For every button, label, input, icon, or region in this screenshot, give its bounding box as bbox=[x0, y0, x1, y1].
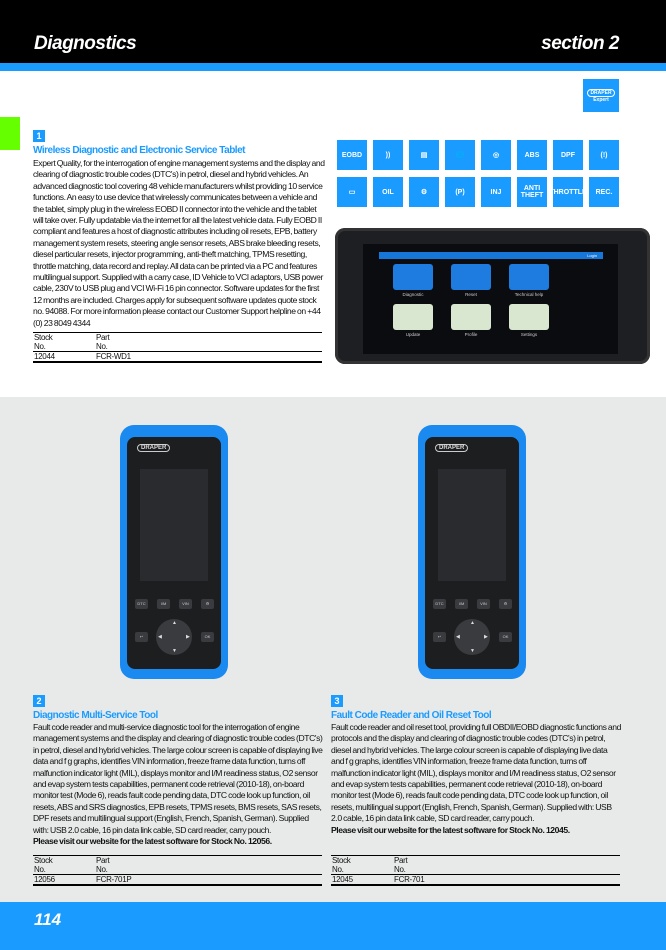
product-number-badge: 3 bbox=[331, 695, 343, 707]
tablet-image: Login Diagnostic Reset Technical help Up… bbox=[335, 228, 650, 364]
part-header-no: No. bbox=[96, 865, 108, 874]
fault-code-reader-image: DRAPER DTC I/M VIN ⚙ ↩ ▲▼◀▶ OK bbox=[418, 425, 526, 679]
stock-header: Stock bbox=[33, 332, 95, 342]
eobd-icon: EOBD bbox=[337, 140, 367, 170]
device-screen bbox=[140, 469, 208, 581]
products-panel bbox=[0, 397, 666, 902]
oil-reset-icon: OIL bbox=[373, 177, 403, 207]
header-bar: Diagnostics section 2 bbox=[0, 0, 666, 63]
anti-theft-icon: ANTI THEFT bbox=[517, 177, 547, 207]
logo-brand: DRAPER bbox=[587, 88, 615, 97]
parking-brake-icon: (P) bbox=[445, 177, 475, 207]
software-note: Please visit our website for the latest … bbox=[33, 836, 272, 847]
tablet-screen: Login Diagnostic Reset Technical help Up… bbox=[363, 244, 618, 354]
dpad: ▲▼◀▶ bbox=[454, 619, 490, 655]
back-key: ↩ bbox=[433, 632, 446, 642]
device-body: DRAPER DTC I/M VIN ⚙ ↩ ▲▼◀▶ OK bbox=[425, 437, 519, 669]
stock-number: 12044 bbox=[33, 351, 95, 363]
product-number-badge: 1 bbox=[33, 130, 45, 142]
diagnostic-multi-service-tool-image: DRAPER DTC I/M VIN ⚙ ↩ ▲▼◀▶ OK bbox=[120, 425, 228, 679]
record-icon: REC. bbox=[589, 177, 619, 207]
injector-icon: INJ bbox=[481, 177, 511, 207]
description-text: Fault code reader and multi-service diag… bbox=[33, 722, 323, 835]
internet-update-icon: 🌐 bbox=[445, 140, 475, 170]
device-brand: DRAPER bbox=[137, 444, 171, 452]
settings-tile-icon bbox=[509, 304, 549, 330]
part-number: FCR-WD1 bbox=[95, 351, 322, 363]
draper-expert-logo: DRAPER Expert bbox=[583, 79, 619, 112]
stock-header-no: No. bbox=[34, 865, 46, 874]
stock-number: 12056 bbox=[33, 874, 95, 886]
dtc-key: DTC bbox=[433, 599, 446, 609]
vin-key: VIN bbox=[179, 599, 192, 609]
tile-label: Diagnostic bbox=[402, 292, 424, 297]
dpad: ▲▼◀▶ bbox=[156, 619, 192, 655]
abs-icon: ABS bbox=[517, 140, 547, 170]
profile-tile-icon bbox=[451, 304, 491, 330]
device-brand: DRAPER bbox=[435, 444, 469, 452]
ok-key: OK bbox=[201, 632, 214, 642]
im-key: I/M bbox=[157, 599, 170, 609]
data-chart-icon: ▤ bbox=[409, 140, 439, 170]
stock-header: Stock bbox=[33, 855, 95, 865]
part-header: Part bbox=[95, 855, 322, 865]
dtc-key: DTC bbox=[135, 599, 148, 609]
throttle-icon: THROTTLE bbox=[549, 177, 587, 207]
tile-label: Reset bbox=[465, 292, 477, 297]
device-screen bbox=[438, 469, 506, 581]
footer-bar: 114 bbox=[0, 902, 666, 950]
product-description: Fault code reader and oil reset tool, pr… bbox=[331, 722, 621, 836]
product-description: Expert Quality, for the interrogation of… bbox=[33, 158, 325, 328]
tile-label: Settings bbox=[520, 332, 538, 337]
stock-header-no: No. bbox=[34, 342, 46, 351]
dpf-icon: DPF bbox=[553, 140, 583, 170]
technical-help-tile-icon bbox=[509, 264, 549, 290]
steering-angle-icon: ◎ bbox=[481, 140, 511, 170]
vin-key: VIN bbox=[477, 599, 490, 609]
tile-label: Technical help bbox=[514, 292, 544, 297]
reset-tile-icon bbox=[451, 264, 491, 290]
product-description: Fault code reader and multi-service diag… bbox=[33, 722, 323, 847]
logo-sub: Expert bbox=[593, 96, 609, 103]
product-title: Wireless Diagnostic and Electronic Servi… bbox=[33, 145, 245, 156]
update-tile-icon bbox=[393, 304, 433, 330]
wireless-connector-icon: )) bbox=[373, 140, 403, 170]
section-tab-marker bbox=[0, 117, 20, 150]
stock-header: Stock bbox=[331, 855, 393, 865]
product-number-badge: 2 bbox=[33, 695, 45, 707]
tablet-login-bar: Login bbox=[379, 252, 603, 259]
part-header: Part bbox=[393, 855, 620, 865]
engine-icon: ⚙ bbox=[409, 177, 439, 207]
battery-icon: ▭ bbox=[337, 177, 367, 207]
tpms-icon: (!) bbox=[589, 140, 619, 170]
part-number: FCR-701P bbox=[95, 874, 322, 886]
tile-label: Update bbox=[405, 332, 421, 337]
device-body: DRAPER DTC I/M VIN ⚙ ↩ ▲▼◀▶ OK bbox=[127, 437, 221, 669]
product-title: Diagnostic Multi-Service Tool bbox=[33, 710, 158, 721]
diagnostic-tile-icon bbox=[393, 264, 433, 290]
header-accent-strip bbox=[0, 63, 666, 71]
description-text: Fault code reader and oil reset tool, pr… bbox=[331, 722, 621, 824]
software-note: Please visit our website for the latest … bbox=[331, 824, 570, 835]
page-number: 114 bbox=[34, 910, 62, 929]
part-number: FCR-701 bbox=[393, 874, 620, 886]
section-label: section 2 bbox=[541, 33, 619, 54]
product-title: Fault Code Reader and Oil Reset Tool bbox=[331, 710, 492, 721]
part-header-no: No. bbox=[96, 342, 108, 351]
stock-number: 12045 bbox=[331, 874, 393, 886]
stock-header-no: No. bbox=[332, 865, 344, 874]
part-header: Part bbox=[95, 332, 322, 342]
part-header-no: No. bbox=[394, 865, 406, 874]
settings-key: ⚙ bbox=[201, 599, 214, 609]
im-key: I/M bbox=[455, 599, 468, 609]
ok-key: OK bbox=[499, 632, 512, 642]
tile-label: Profile bbox=[464, 332, 478, 337]
page-title: Diagnostics bbox=[34, 33, 137, 54]
back-key: ↩ bbox=[135, 632, 148, 642]
settings-key: ⚙ bbox=[499, 599, 512, 609]
